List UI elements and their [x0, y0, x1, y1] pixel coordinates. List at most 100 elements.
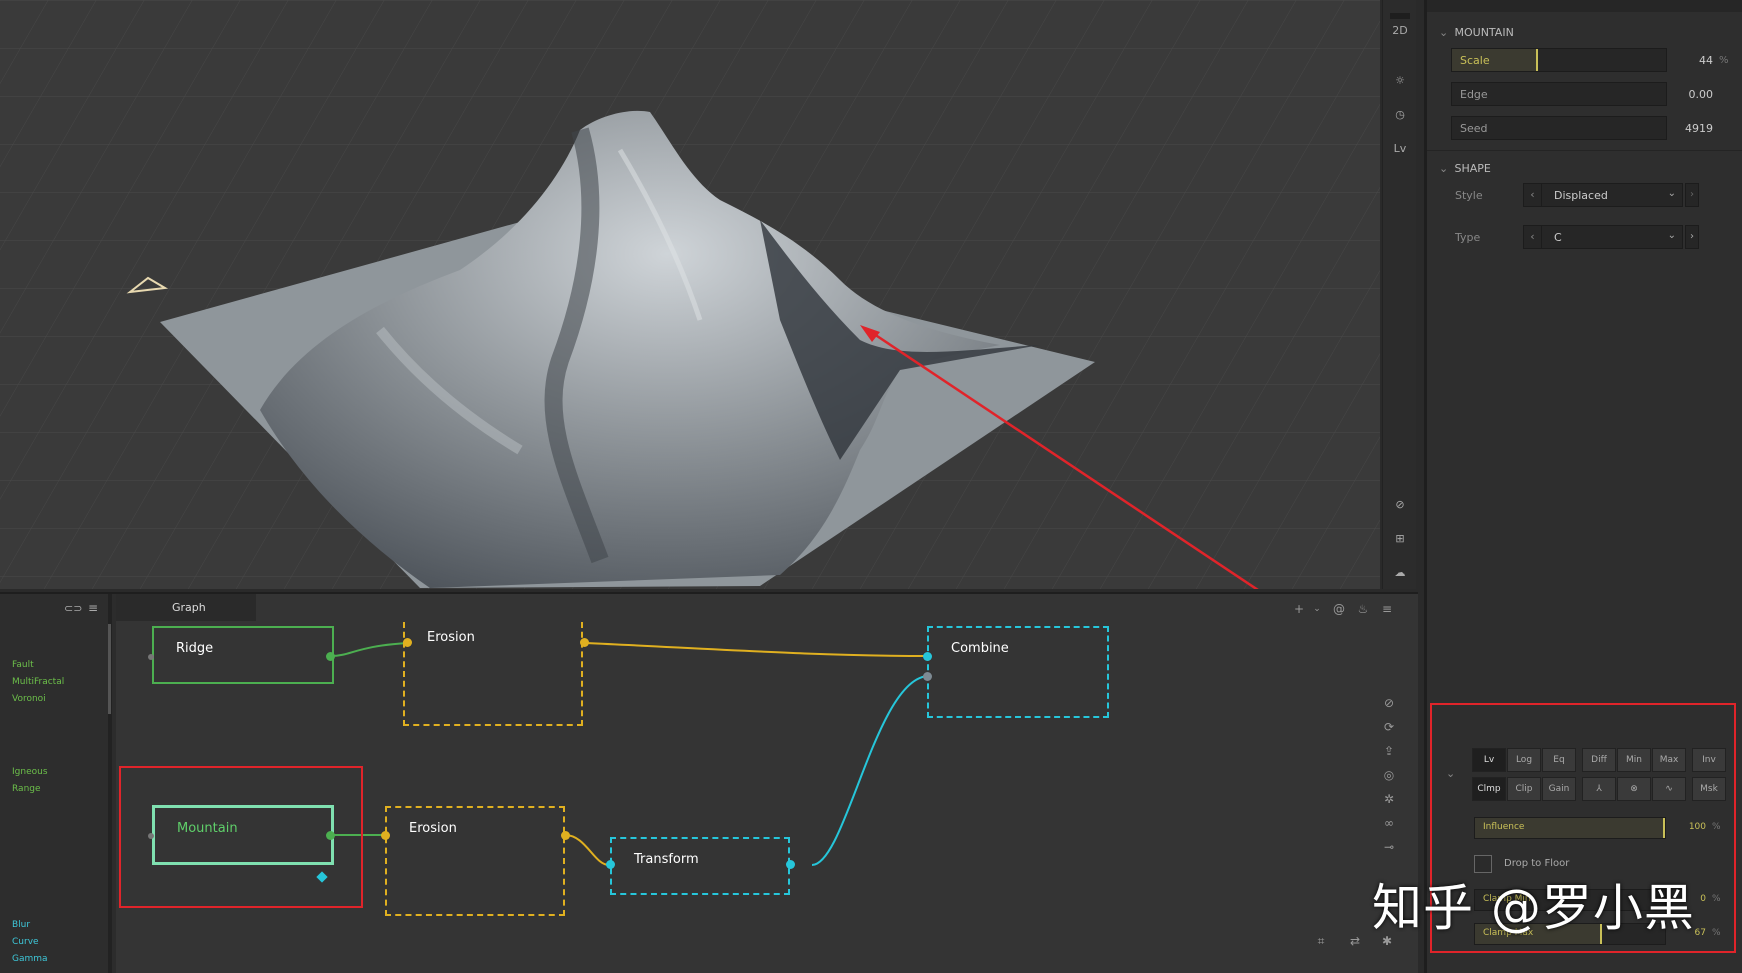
3d-viewport[interactable]: [0, 0, 1380, 589]
add-node-icon[interactable]: +: [1293, 602, 1305, 616]
transform-input-port[interactable]: [606, 860, 615, 869]
edge-slider[interactable]: Edge: [1451, 82, 1667, 106]
settings-icon[interactable]: ✲: [1383, 792, 1395, 806]
node-erosion-top[interactable]: Erosion: [403, 622, 583, 726]
blend-clip-button[interactable]: Clip: [1507, 777, 1541, 801]
clamp-min-value[interactable]: 0: [1700, 894, 1706, 904]
transform-output-port[interactable]: [786, 860, 795, 869]
library-item-fault[interactable]: Fault: [12, 660, 34, 670]
cloud-icon[interactable]: ☁: [1394, 565, 1406, 579]
export-icon[interactable]: ⇪: [1383, 744, 1395, 758]
chevron-down-icon: ⌄: [1439, 26, 1449, 39]
compass-icon[interactable]: ⊘: [1395, 497, 1405, 511]
clamp-max-slider[interactable]: Clamp Max: [1474, 923, 1666, 945]
shape-section-header[interactable]: ⌄ SHAPE: [1439, 162, 1491, 175]
timer-icon[interactable]: ◷: [1395, 107, 1405, 121]
combine-input-a-port[interactable]: [923, 652, 932, 661]
clamp-max-value[interactable]: 67: [1694, 928, 1706, 938]
disable-icon[interactable]: ⊘: [1383, 696, 1395, 710]
chevron-down-icon: ⌄: [1667, 230, 1676, 241]
type-dropdown[interactable]: ‹ C ⌄: [1523, 225, 1683, 249]
edge-value[interactable]: 0.00: [1688, 88, 1714, 101]
level-button[interactable]: Lv: [1383, 134, 1417, 162]
grid-view-icon[interactable]: ⊞: [1395, 531, 1405, 545]
influence-slider-fill: [1475, 818, 1665, 838]
graph-canvas[interactable]: Graph + ⌄ @ ♨ ≡ ⊘ ⟳ ⇪ ◎ ✲ ∞ ⊸ ⌗ ⇄ ✱: [116, 594, 1418, 973]
wave-icon[interactable]: ∿: [1652, 777, 1686, 801]
seed-slider[interactable]: Seed: [1451, 116, 1667, 140]
ridge-output-port[interactable]: [326, 652, 335, 661]
camera-gizmo-icon[interactable]: [126, 276, 169, 294]
chevron-down-icon[interactable]: ⌄: [1313, 604, 1321, 614]
erosion-top-output-port[interactable]: [580, 638, 589, 647]
style-next-button[interactable]: ›: [1685, 183, 1699, 207]
menu-icon[interactable]: ≡: [88, 601, 99, 615]
menu-icon[interactable]: ≡: [1381, 602, 1393, 616]
auto-layout-icon[interactable]: ✱: [1381, 934, 1393, 948]
influence-slider[interactable]: Influence: [1474, 817, 1666, 839]
style-dropdown[interactable]: ‹ Displaced ⌄: [1523, 183, 1683, 207]
scale-value[interactable]: 44: [1699, 54, 1713, 67]
blend-lv-button[interactable]: Lv: [1472, 748, 1506, 772]
peak-icon[interactable]: ⅄: [1582, 777, 1616, 801]
clamp-max-slider-fill: [1475, 924, 1603, 944]
mountain-section-header[interactable]: ⌄ MOUNTAIN: [1439, 26, 1514, 39]
chevron-down-icon[interactable]: ⌄: [1446, 767, 1456, 780]
node-erosion-bottom[interactable]: Erosion: [385, 806, 565, 916]
blend-eq-button[interactable]: Eq: [1542, 748, 1576, 772]
blend-inv-button[interactable]: Inv: [1692, 748, 1726, 772]
library-item-blur[interactable]: Blur: [12, 920, 31, 930]
combine-input-b-port[interactable]: [923, 672, 932, 681]
mountain-input-port[interactable]: [148, 833, 154, 839]
node-title: Erosion: [409, 821, 457, 836]
drop-to-floor-checkbox[interactable]: [1474, 855, 1492, 873]
erosion-top-input-port[interactable]: [403, 638, 412, 647]
ridge-input-port[interactable]: [148, 654, 154, 660]
clamp-min-slider[interactable]: Clamp Min: [1474, 889, 1666, 911]
erosion-bottom-input-port[interactable]: [381, 831, 390, 840]
node-mountain[interactable]: Mountain: [152, 805, 334, 865]
library-item-multifractal[interactable]: MultiFractal: [12, 677, 65, 687]
view-2d-button[interactable]: 2D: [1383, 16, 1417, 44]
refresh-icon[interactable]: ⟳: [1383, 720, 1395, 734]
at-icon[interactable]: @: [1333, 602, 1345, 616]
link-icon[interactable]: ∞: [1384, 816, 1394, 830]
node-combine[interactable]: Combine: [927, 626, 1109, 718]
toggle-icon[interactable]: ⊂⊃: [64, 602, 83, 615]
frame-icon[interactable]: ⌗: [1317, 933, 1325, 948]
influence-value[interactable]: 100: [1688, 822, 1706, 832]
library-item-curve[interactable]: Curve: [12, 937, 39, 947]
node-ridge[interactable]: Ridge: [152, 626, 334, 684]
library-item-igneous[interactable]: Igneous: [12, 767, 48, 777]
node-transform[interactable]: Transform: [610, 837, 790, 895]
seed-value[interactable]: 4919: [1685, 122, 1713, 135]
library-item-gamma[interactable]: Gamma: [12, 954, 48, 964]
blend-min-button[interactable]: Min: [1617, 748, 1651, 772]
blend-diff-button[interactable]: Diff: [1582, 748, 1616, 772]
pin-icon[interactable]: ⊸: [1383, 840, 1395, 854]
blend-log-button[interactable]: Log: [1507, 748, 1541, 772]
multiply-icon[interactable]: ⊗: [1617, 777, 1651, 801]
fire-icon[interactable]: ♨: [1357, 602, 1369, 616]
blend-mask-button[interactable]: Msk: [1692, 777, 1726, 801]
target-icon[interactable]: ◎: [1383, 768, 1395, 782]
previous-icon[interactable]: ‹: [1524, 226, 1542, 248]
scale-slider[interactable]: Scale: [1451, 48, 1667, 72]
sun-icon[interactable]: ☼: [1395, 73, 1405, 87]
erosion-bottom-output-port[interactable]: [561, 831, 570, 840]
library-item-range[interactable]: Range: [12, 784, 41, 794]
blend-gain-button[interactable]: Gain: [1542, 777, 1576, 801]
mountain-output-port[interactable]: [326, 831, 335, 840]
library-scrollbar[interactable]: [108, 624, 111, 714]
toolbar-top-button[interactable]: [1383, 2, 1417, 30]
previous-icon[interactable]: ‹: [1524, 184, 1542, 206]
edge-label: Edge: [1460, 88, 1488, 101]
tab-graph[interactable]: Graph: [116, 594, 256, 621]
library-item-voronoi[interactable]: Voronoi: [12, 694, 46, 704]
blend-clamp-button[interactable]: Clmp: [1472, 777, 1506, 801]
graph-wires: [330, 642, 930, 866]
inspector-tabbar: [1427, 0, 1742, 12]
blend-max-button[interactable]: Max: [1652, 748, 1686, 772]
type-next-button[interactable]: ›: [1685, 225, 1699, 249]
sync-icon[interactable]: ⇄: [1349, 934, 1361, 948]
